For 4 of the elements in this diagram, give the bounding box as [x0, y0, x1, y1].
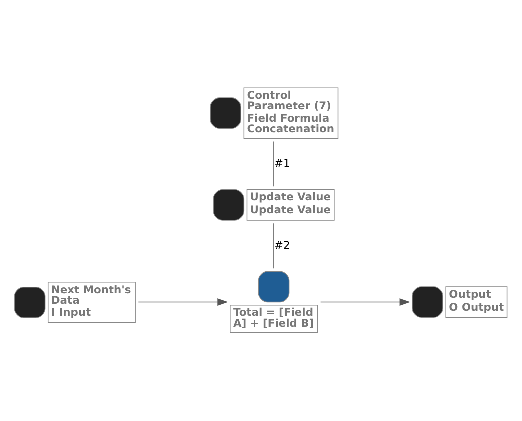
edge-label: #1 [274, 157, 290, 170]
arrow [320, 298, 411, 306]
arrow [138, 298, 228, 306]
edge-label: #2 [274, 238, 290, 252]
